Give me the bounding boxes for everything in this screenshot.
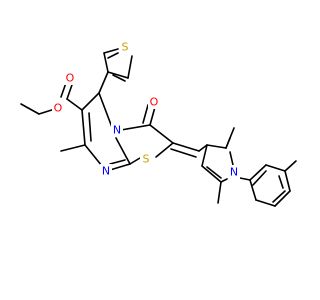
bond <box>278 175 284 189</box>
atom-n-ring: N <box>100 164 112 178</box>
bond <box>201 144 208 167</box>
atom-labels: S O O N O S N <box>52 40 240 179</box>
bond <box>103 52 109 73</box>
bond <box>103 48 119 54</box>
bond <box>220 178 228 183</box>
bond <box>129 157 141 165</box>
atom-n-pyrrole-text: N <box>230 166 238 179</box>
bond <box>115 137 131 165</box>
bond <box>98 92 114 131</box>
atom-n-fused-text: N <box>113 124 121 137</box>
bond <box>249 179 257 201</box>
bond <box>127 55 133 79</box>
molecule-diagram: S O O N O S N <box>20 40 297 207</box>
atom-s-thio: S <box>119 40 131 54</box>
bond <box>142 104 149 124</box>
atom-n-ring-text: N <box>102 165 110 178</box>
bond <box>81 92 100 111</box>
atom-n-pyrrole: N <box>228 165 240 179</box>
structure-drawing: S O O N O S N <box>20 40 297 207</box>
bond <box>109 159 126 165</box>
bond <box>201 165 222 183</box>
bond <box>112 74 126 82</box>
bond <box>239 177 251 181</box>
atom-o-ester1-text: O <box>54 102 63 115</box>
atom-s-thio-text: S <box>122 41 129 54</box>
atom-o-ester1: O <box>52 101 64 115</box>
bond <box>149 124 174 144</box>
bond <box>170 148 197 158</box>
atom-s-ring: S <box>140 152 152 166</box>
atom-o-ester2: O <box>64 71 76 85</box>
bond <box>206 144 227 149</box>
atom-n-fused: N <box>111 123 123 137</box>
bond <box>255 199 276 207</box>
bond <box>172 142 200 152</box>
atom-o-keto: O <box>148 95 160 109</box>
bond <box>249 164 267 181</box>
bond <box>225 127 235 149</box>
atom-o-ester2-text: O <box>66 72 75 85</box>
bond <box>274 190 291 207</box>
bond <box>155 142 174 158</box>
bond <box>149 106 156 126</box>
bond <box>109 163 131 171</box>
bond <box>60 144 86 152</box>
bond <box>66 98 83 111</box>
bond <box>217 181 222 204</box>
bond <box>120 124 151 131</box>
bond <box>198 144 208 152</box>
bond <box>284 170 291 192</box>
bond <box>272 190 286 203</box>
bond <box>88 112 92 142</box>
bond <box>107 71 129 79</box>
atom-s-ring-text: S <box>143 153 150 166</box>
atom-o-keto-text: O <box>150 96 159 109</box>
bond <box>229 151 234 166</box>
bond <box>81 109 86 146</box>
bond-lines <box>20 48 297 207</box>
bond <box>284 160 297 172</box>
bond <box>252 170 267 186</box>
bond <box>206 166 222 179</box>
bond <box>20 103 40 115</box>
bond <box>84 144 103 167</box>
bond <box>98 71 109 94</box>
bond <box>265 164 286 172</box>
bond <box>107 52 119 59</box>
